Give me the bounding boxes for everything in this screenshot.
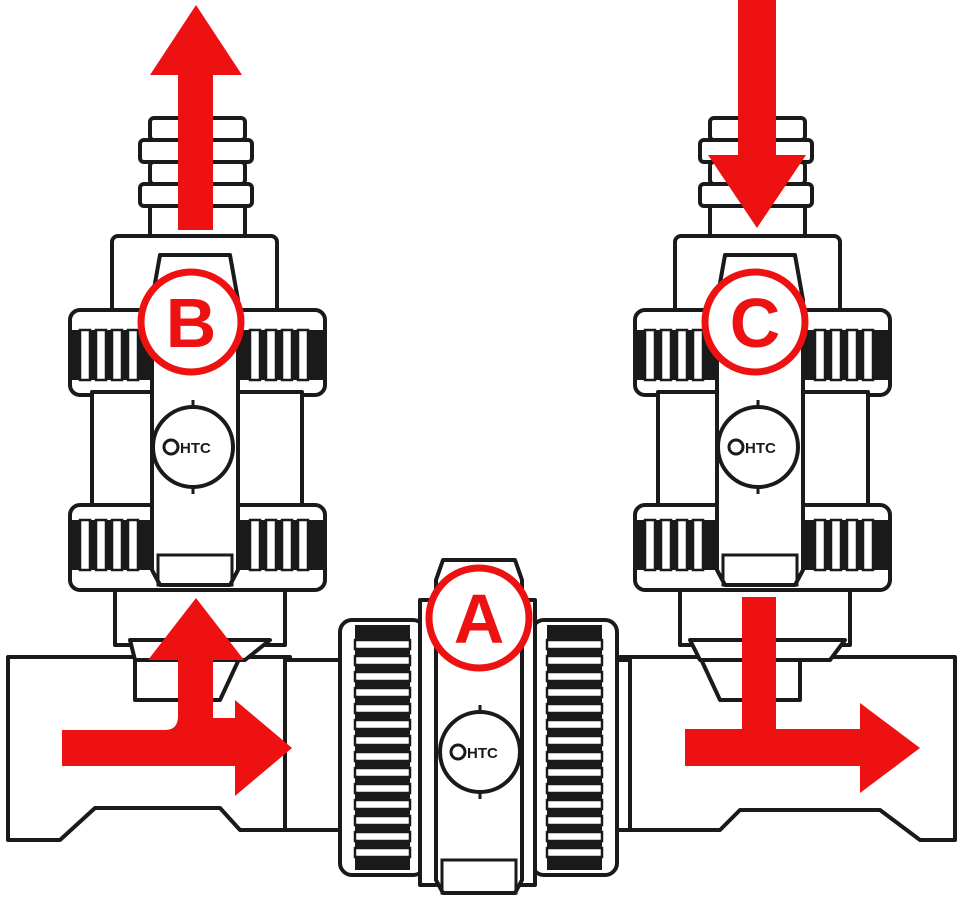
logo-text-a: HTC (467, 745, 498, 762)
badge-a: A (425, 564, 533, 672)
arrow-outlet-c (685, 597, 920, 793)
valve-a: HTC A (338, 558, 619, 895)
arrow-in-c (708, 0, 806, 228)
valve-c: HTC C (633, 116, 892, 592)
valve-b: HTC B (68, 116, 327, 592)
logo-text-b: HTC (180, 440, 211, 457)
arrow-out-b (150, 5, 242, 230)
badge-b: B (137, 268, 245, 376)
badge-label-b: B (166, 284, 217, 362)
arrow-inlet-split (62, 598, 292, 796)
logo-text-c: HTC (745, 440, 776, 457)
badge-label-a: A (454, 580, 505, 658)
badge-label-c: C (730, 284, 781, 362)
badge-c: C (701, 268, 809, 376)
